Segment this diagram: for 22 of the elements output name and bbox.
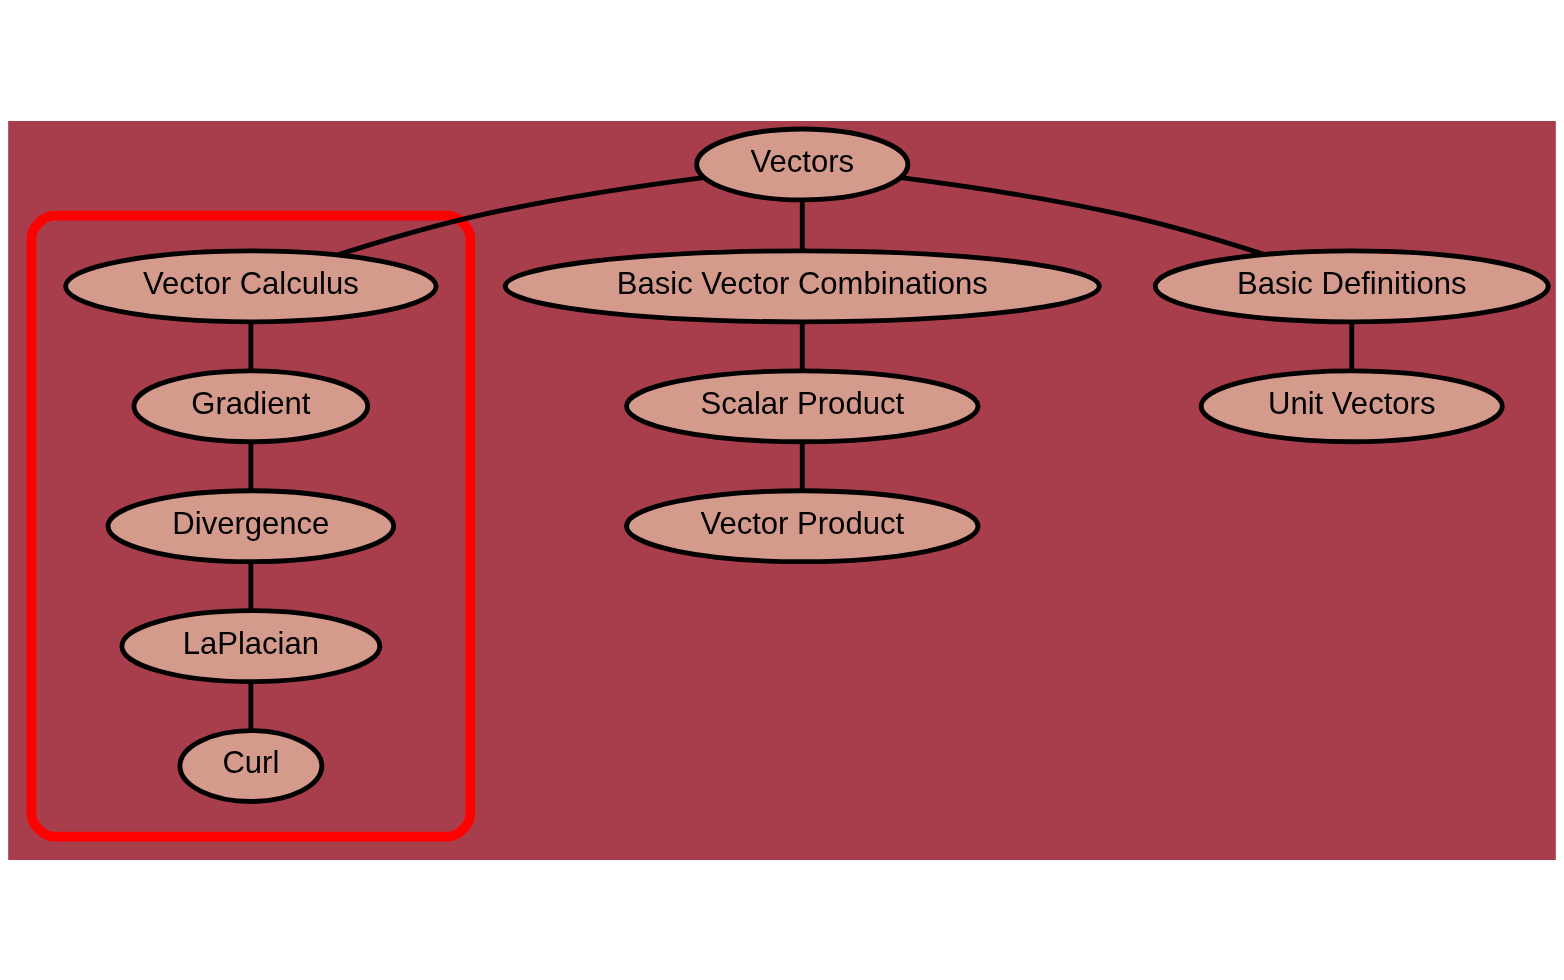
node-ellipse: Vector Calculus	[63, 247, 439, 324]
connector	[248, 681, 254, 730]
cluster	[26, 210, 476, 842]
connector	[799, 441, 805, 490]
connector	[248, 561, 254, 610]
node-ellipse: Scalar Product	[624, 367, 981, 444]
node-ellipse: LaPlacian	[119, 607, 383, 684]
connector	[248, 441, 254, 490]
node-ellipse: Vectors	[694, 126, 911, 202]
connector	[337, 174, 704, 257]
node-ellipse: Unit Vectors	[1198, 367, 1505, 444]
connector	[799, 322, 805, 370]
node-ellipse: Divergence	[105, 487, 397, 564]
node-ellipse: Vector Product	[624, 487, 981, 564]
connector	[1349, 322, 1355, 370]
node-ellipse: Basic Definitions	[1152, 247, 1551, 324]
node-ellipse: Gradient	[131, 367, 371, 444]
node-ellipse: Basic Vector Combinations	[502, 247, 1102, 324]
connector	[900, 174, 1265, 257]
connector	[248, 322, 254, 370]
connector	[799, 200, 805, 250]
node-ellipse: Curl	[177, 727, 325, 804]
